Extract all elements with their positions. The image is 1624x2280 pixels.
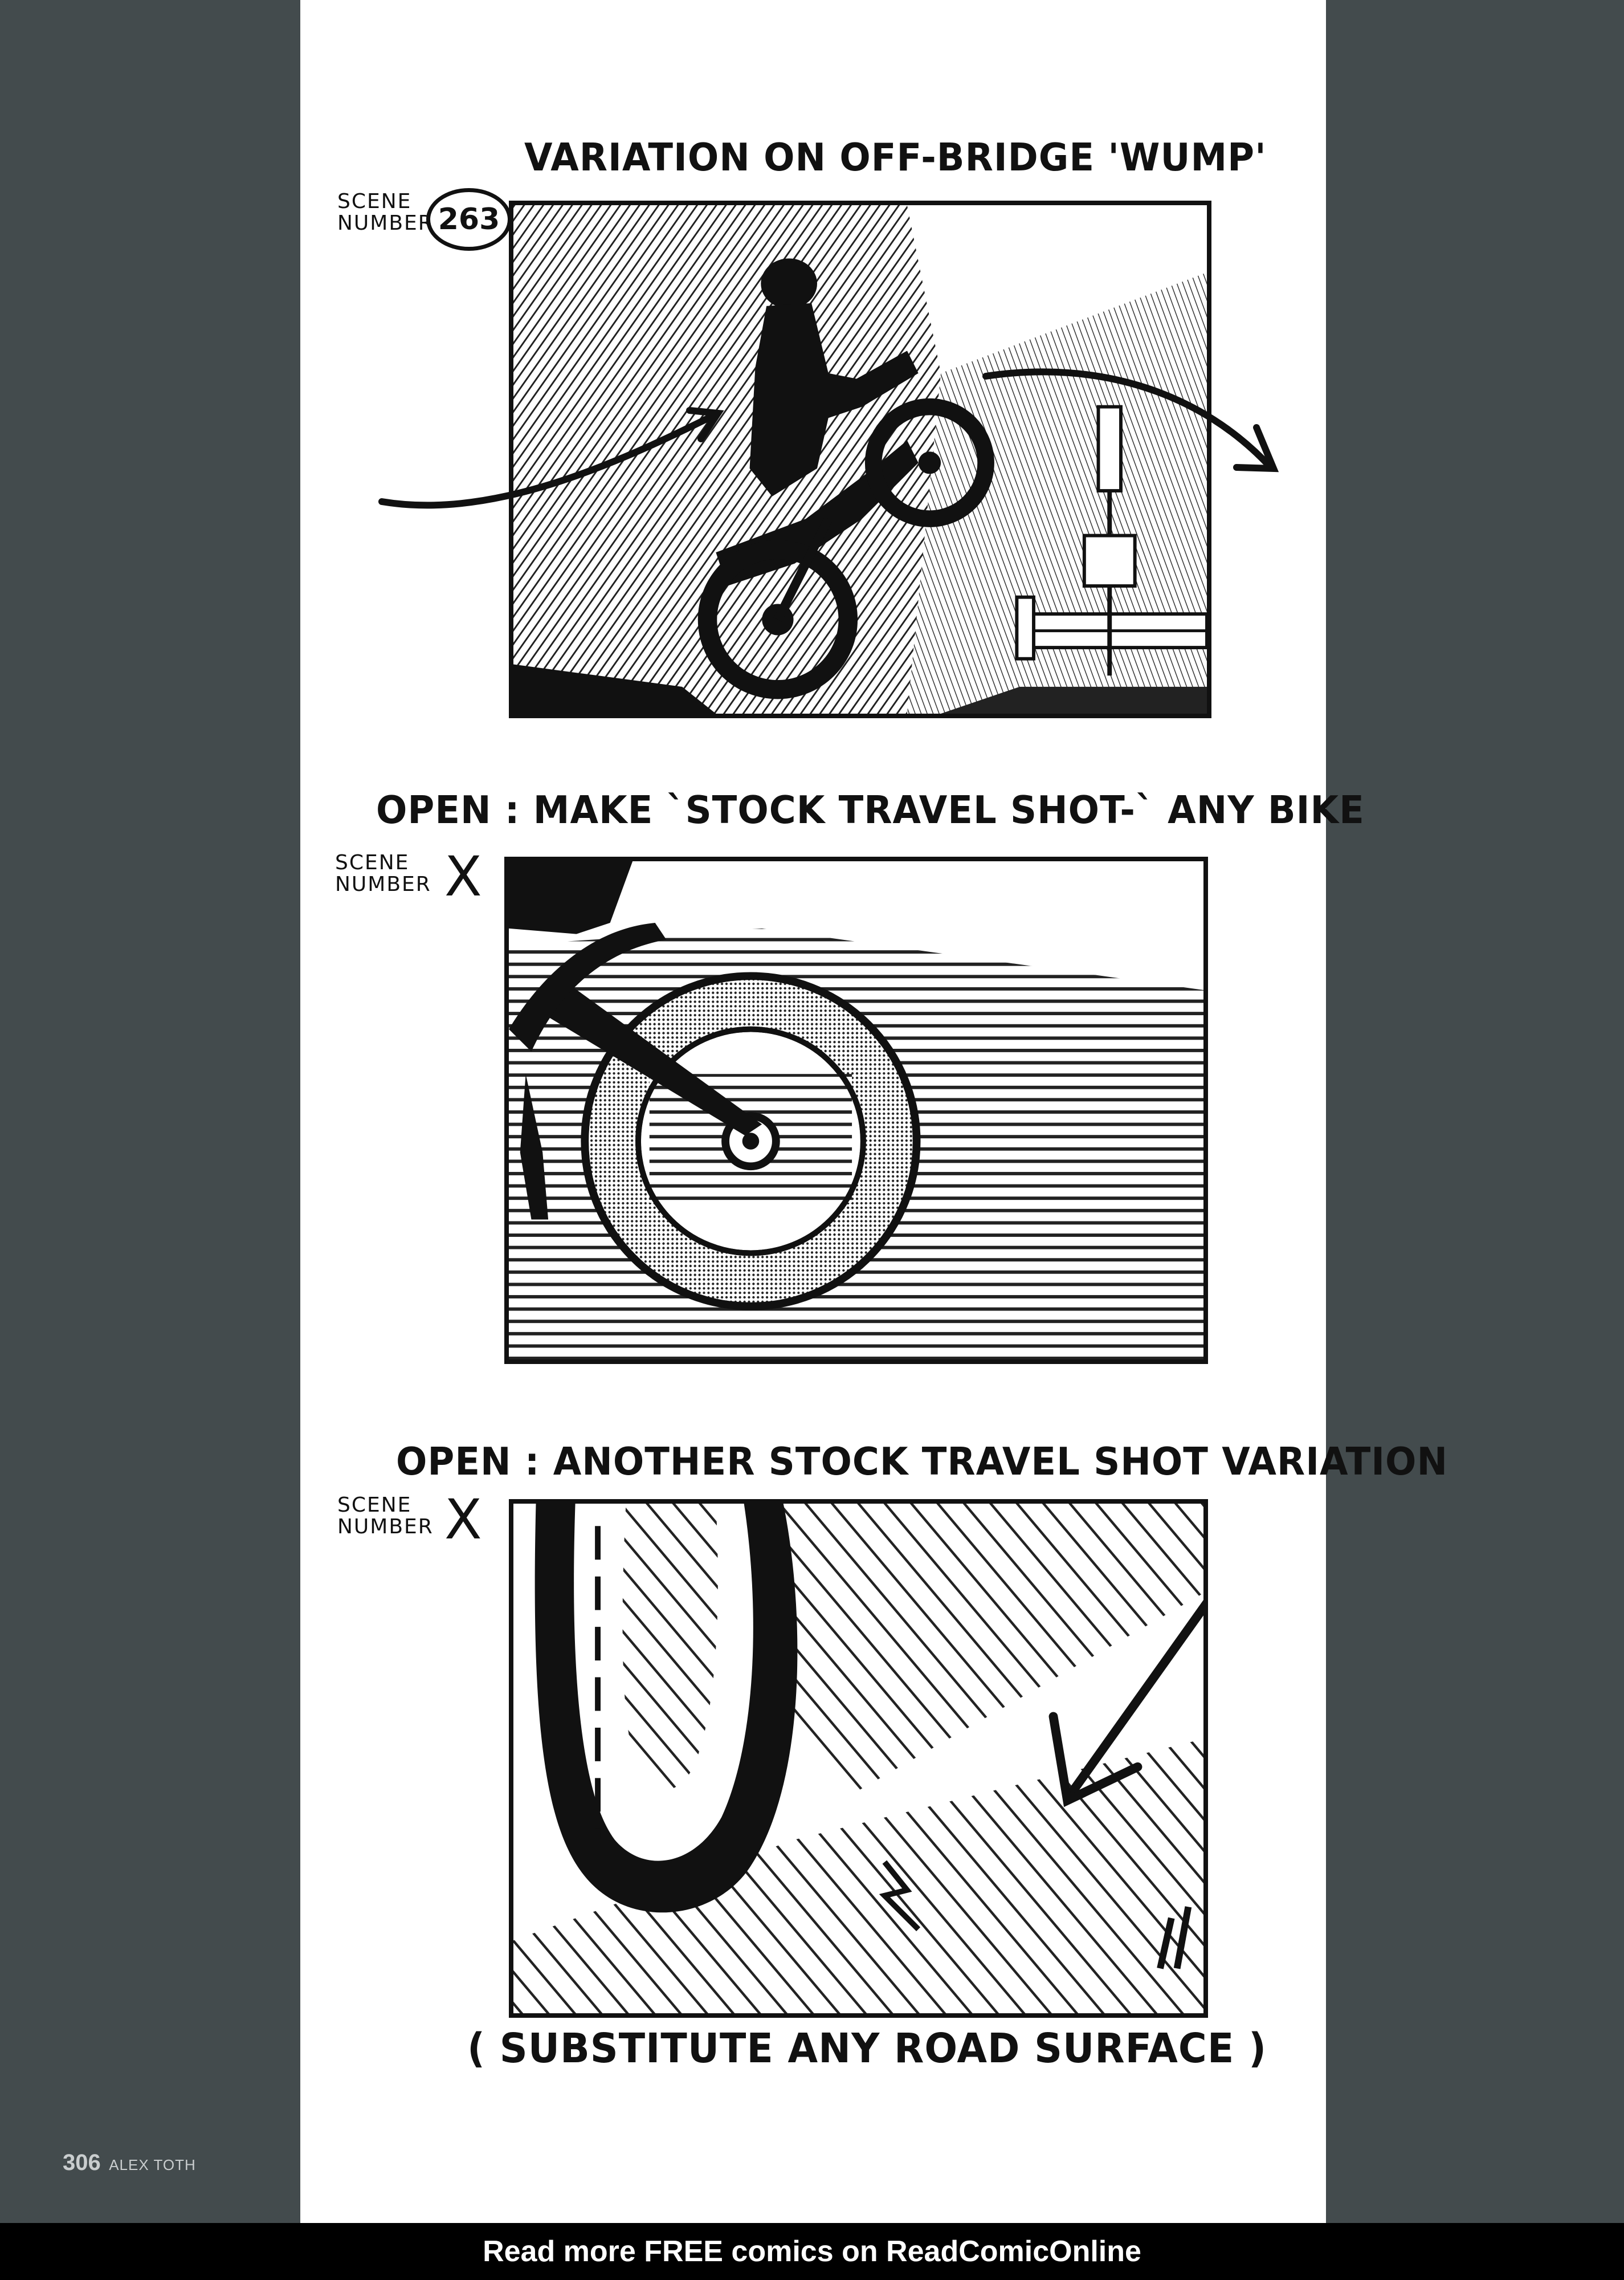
author-name: ALEX TOTH [109, 2156, 196, 2173]
panel-1-scene-label: SCENE NUMBER [337, 190, 434, 235]
panel-3-scene-number: X [444, 1488, 482, 1552]
panel-1-motion-arrow-right [982, 368, 1279, 473]
panel-2-scene-label: SCENE NUMBER [335, 851, 431, 896]
footer-folio: 306 ALEX TOTH [63, 2150, 196, 2176]
panel-3-note: ( SUBSTITUTE ANY ROAD SURFACE ) [467, 2025, 1267, 2073]
panel-2-illustration [509, 861, 1203, 1359]
panel-3-scene-label: SCENE NUMBER [337, 1493, 434, 1538]
panel-3-caption: OPEN : ANOTHER STOCK TRAVEL SHOT VARIATI… [396, 1440, 1448, 1484]
page-number: 306 [63, 2150, 101, 2175]
panel-1-scene-number: 263 [426, 188, 512, 251]
promo-banner[interactable]: Read more FREE comics on ReadComicOnline [0, 2223, 1624, 2280]
panel-2-frame [504, 857, 1208, 1364]
panel-1-caption: VARIATION ON OFF-BRIDGE 'WUMP' [524, 136, 1267, 180]
panel-3-frame [509, 1499, 1208, 2018]
panel-2-caption: OPEN : MAKE `STOCK TRAVEL SHOT-` ANY BIK… [376, 788, 1365, 833]
panel-2-scene-number: X [444, 845, 482, 909]
panel-3-illustration [513, 1504, 1203, 2013]
panel-1-motion-arrow-left [378, 407, 724, 509]
